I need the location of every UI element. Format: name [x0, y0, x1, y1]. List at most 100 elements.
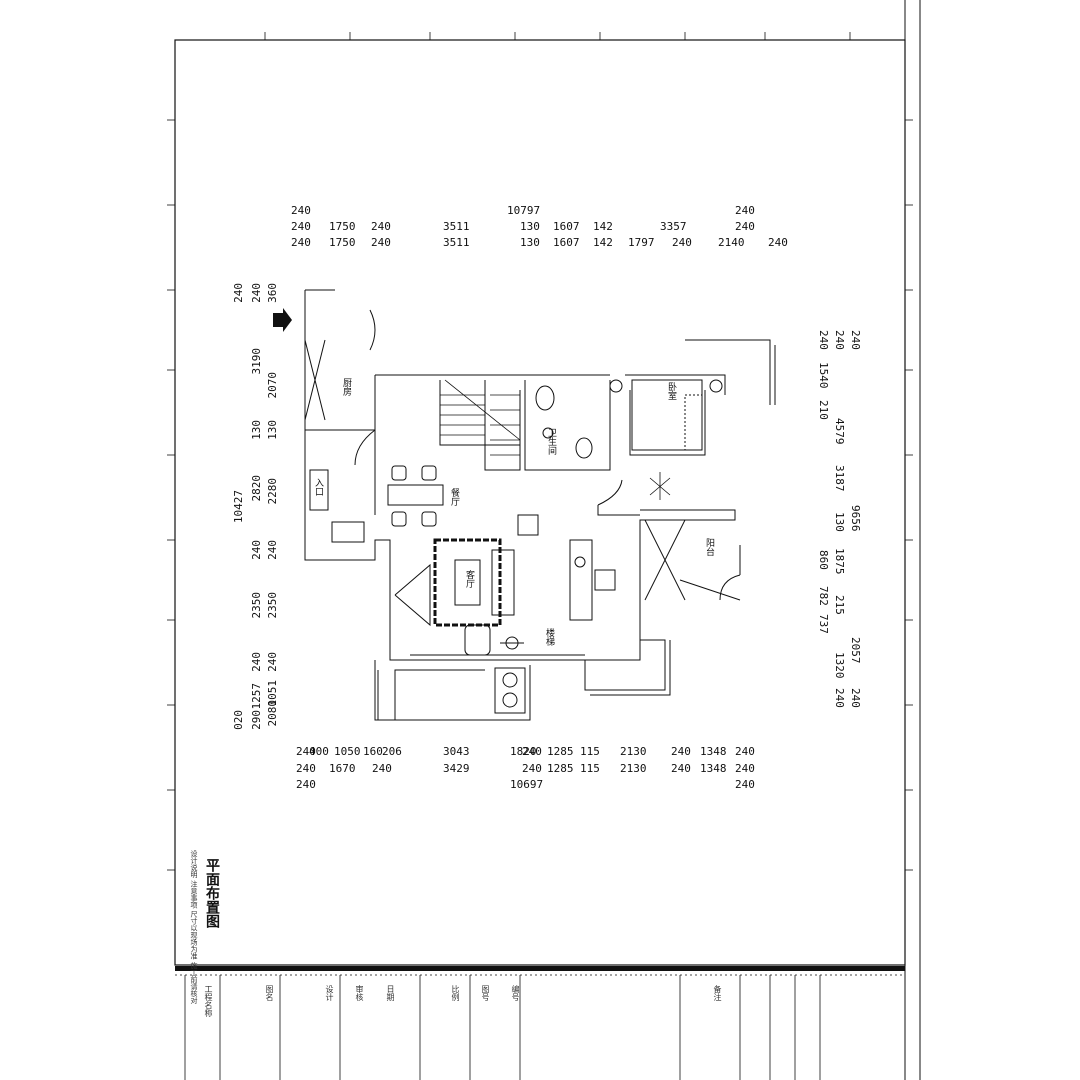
dim-label: 240: [250, 540, 263, 560]
tb-cell: 日期: [386, 985, 395, 1001]
dim-label: 1670: [329, 762, 356, 775]
dim-label: 240: [291, 236, 311, 249]
dim-label: 1285: [547, 745, 574, 758]
tb-cell: 工程名称: [204, 985, 213, 1017]
dim-label: 240: [735, 778, 755, 791]
dim-label: 2130: [620, 745, 647, 758]
tb-cell: 图名: [265, 985, 274, 1001]
dim-label: 215: [833, 595, 846, 615]
dim-label: 3190: [250, 348, 263, 375]
dim-label: 240: [833, 330, 846, 350]
room-label-stair: 楼梯: [544, 628, 554, 646]
dim-label: 240: [671, 745, 691, 758]
dim-label: 240: [266, 540, 279, 560]
dim-label: 240: [291, 204, 311, 217]
room-label-balcony: 阳台: [704, 538, 714, 556]
dim-label: 2080: [266, 700, 279, 727]
dim-label: 1607: [553, 220, 580, 233]
tb-cell: 编号: [511, 985, 520, 1001]
dim-label: 1257: [250, 683, 263, 710]
dim-label: 737: [817, 614, 830, 634]
dim-label: 2070: [266, 372, 279, 399]
dim-label: 240: [849, 688, 862, 708]
dim-label: 142: [593, 236, 613, 249]
dim-label: 240: [291, 220, 311, 233]
dim-label: 1820: [510, 745, 537, 758]
dim-label: 2140: [718, 236, 745, 249]
dim-label: 240: [296, 778, 316, 791]
dim-label: 10797: [507, 204, 541, 217]
dim-label: 130: [833, 512, 846, 532]
dim-label: 1875: [833, 548, 846, 575]
dim-label: 2130: [620, 762, 647, 775]
dim-label: 10697: [510, 778, 544, 791]
tb-cell: 设计: [325, 985, 334, 1001]
dim-label: 240: [296, 745, 316, 758]
dim-label: 3429: [443, 762, 470, 775]
dim-label: 240: [735, 762, 755, 775]
dim-label: 1348: [700, 745, 727, 758]
dim-label: 240: [849, 330, 862, 350]
dim-label: 3511: [443, 236, 470, 249]
dim-label: 240: [735, 204, 755, 217]
dim-label: 115: [580, 762, 600, 775]
dim-label: 1540: [817, 362, 830, 389]
dim-label: 2350: [250, 592, 263, 619]
dim-label: 3511: [443, 220, 470, 233]
dim-label: 3357: [660, 220, 687, 233]
dim-label: 1607: [553, 236, 580, 249]
dim-label: 240: [296, 762, 316, 775]
dim-label: 400: [309, 745, 329, 758]
room-label-entry: 入口: [313, 478, 323, 496]
dim-label: 3187: [833, 465, 846, 492]
dim-label: 1797: [628, 236, 655, 249]
dim-label: 1750: [329, 220, 356, 233]
tb-cell: 审核: [355, 985, 364, 1001]
dim-label: 130: [266, 420, 279, 440]
dim-label: 210: [817, 400, 830, 420]
dim-label: 240: [266, 652, 279, 672]
dim-label: 160: [363, 745, 383, 758]
dim-label: 020: [232, 710, 245, 730]
dim-label: 1320: [833, 652, 846, 679]
dim-label: 2820: [250, 475, 263, 502]
room-label-kitchen: 厨房: [341, 378, 351, 396]
dim-label: 240: [522, 745, 542, 758]
dim-label: 130: [250, 420, 263, 440]
dim-label: 2280: [266, 478, 279, 505]
dim-label: 290: [250, 710, 263, 730]
room-label-bedroom: 卧室: [666, 382, 676, 400]
dim-label: 2350: [266, 592, 279, 619]
dim-label: 360: [266, 283, 279, 303]
dim-label: 1285: [547, 762, 574, 775]
dim-label: 1050: [334, 745, 361, 758]
dim-label: 240: [735, 745, 755, 758]
dim-label: 142: [593, 220, 613, 233]
dim-label: 115: [580, 745, 600, 758]
dim-label: 10427: [232, 490, 245, 524]
dim-label: 240: [250, 652, 263, 672]
dim-label: 240: [833, 688, 846, 708]
dim-label: 240: [372, 762, 392, 775]
room-label-dining: 餐厅: [449, 488, 459, 506]
dim-label: 9656: [849, 505, 862, 532]
tb-cell: 图号: [481, 985, 490, 1001]
dim-label: 860: [817, 550, 830, 570]
dim-label: 130: [520, 236, 540, 249]
room-label-bath: 卫生间: [546, 428, 556, 455]
drawing-subtitle-note: 设计说明 注意事项 尺寸以现场为准 施工前请核对: [190, 850, 198, 1004]
dim-label: 240: [768, 236, 788, 249]
dim-label: 206: [382, 745, 402, 758]
entry-arrow-icon: [273, 308, 292, 332]
room-label-living: 客厅: [464, 570, 474, 588]
tb-cell: 备注: [713, 985, 722, 1001]
dim-label: 782: [817, 586, 830, 606]
dim-label: 240: [522, 762, 542, 775]
dim-label: 240: [672, 236, 692, 249]
dim-label: 1348: [700, 762, 727, 775]
dim-label: 2057: [849, 637, 862, 664]
dim-label: 3043: [443, 745, 470, 758]
dim-label: 240: [371, 236, 391, 249]
dim-label: 240: [232, 283, 245, 303]
